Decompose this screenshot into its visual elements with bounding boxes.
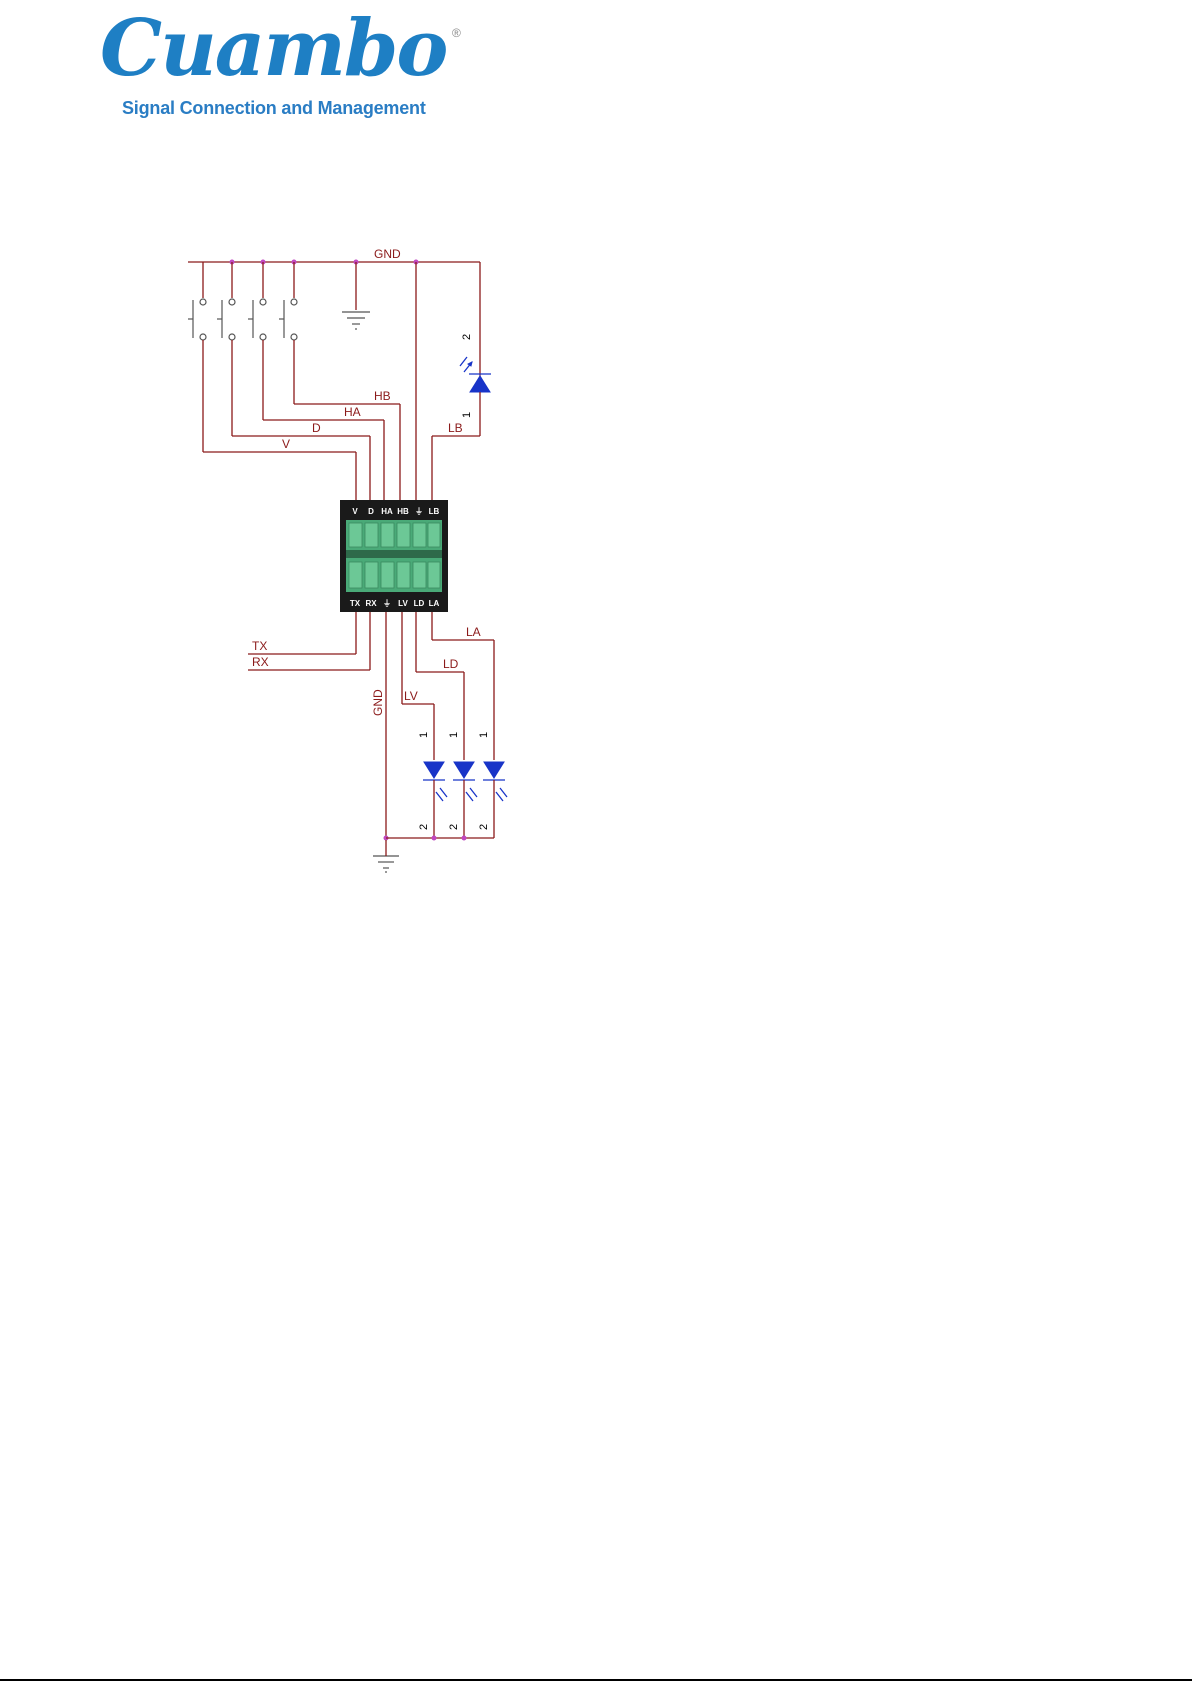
net-label-d: D (312, 421, 321, 435)
net-label-gnd-bottom: GND (371, 689, 385, 716)
wire-gnd-bottom: GND (371, 612, 399, 872)
push-switch-hb (279, 262, 297, 404)
terminal-bottom-label-1: RX (365, 599, 377, 608)
page-bottom-rule (0, 1679, 1192, 1681)
terminal-top-label-1: D (368, 507, 374, 516)
net-label-tx: TX (252, 639, 267, 653)
net-label-v: V (282, 437, 290, 451)
led-return-rail (386, 836, 494, 841)
terminal-top-label-4: ⏚ (415, 507, 423, 516)
pin-ld-1: 1 (448, 732, 460, 738)
net-label-lb: LB (448, 421, 463, 435)
wire-lb: LB (432, 421, 480, 500)
push-switch-v (188, 262, 206, 452)
net-label-ld: LD (443, 657, 459, 671)
pin-la-2: 2 (478, 824, 490, 830)
led-ld: 1 2 (448, 732, 477, 838)
push-switch-d (217, 262, 235, 436)
terminal-block: V D HA HB ⏚ LB TX RX ⏚ LV LD LA (340, 500, 448, 612)
terminal-bottom-label-0: TX (350, 599, 361, 608)
terminal-bottom-label-4: LD (414, 599, 425, 608)
terminal-top-label-3: HB (397, 507, 409, 516)
wire-tx: TX (248, 612, 356, 654)
net-label-la: LA (466, 625, 481, 639)
wire-v: V (203, 437, 356, 500)
terminal-bottom-label-2: ⏚ (383, 599, 391, 608)
pin-lb-1: 1 (461, 412, 473, 418)
terminal-bottom-label-5: LA (429, 599, 440, 608)
pin-lv-2: 2 (418, 824, 430, 830)
led-lv: 1 2 (418, 732, 447, 838)
net-label-lv: LV (404, 689, 418, 703)
terminal-top-label-0: V (352, 507, 358, 516)
terminal-top-label-2: HA (381, 507, 393, 516)
wire-d: D (232, 421, 370, 500)
terminal-bottom-label-3: LV (398, 599, 408, 608)
pin-ld-2: 2 (448, 824, 460, 830)
terminal-top-label-5: LB (429, 507, 440, 516)
wiring-schematic: GND (0, 0, 1192, 900)
led-la: 1 2 (478, 732, 507, 838)
net-label-hb: HB (374, 389, 391, 403)
led-lb: 2 1 (460, 334, 491, 436)
pin-la-1: 1 (478, 732, 490, 738)
net-label-rx: RX (252, 655, 269, 669)
push-switch-ha (248, 262, 266, 420)
pin-lv-1: 1 (418, 732, 430, 738)
ground-symbol-top (342, 262, 370, 329)
pin-lb-2: 2 (461, 334, 473, 340)
net-label-gnd-top: GND (374, 247, 401, 261)
net-label-ha: HA (344, 405, 361, 419)
